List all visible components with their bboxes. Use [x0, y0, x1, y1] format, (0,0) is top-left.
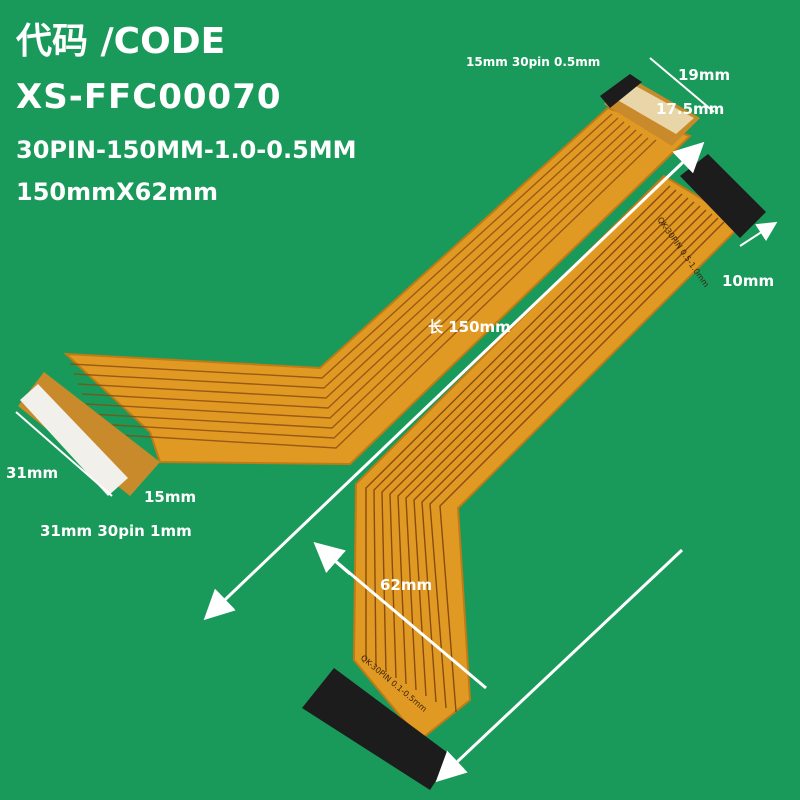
bottom-connector — [302, 668, 452, 790]
spec-line: 30PIN-150MM-1.0-0.5MM — [16, 136, 357, 164]
length-label: 长 150mm — [428, 318, 511, 336]
left-connector — [18, 372, 160, 496]
width-62-arrow-start — [313, 542, 351, 576]
width-10-arrow — [739, 221, 778, 247]
bottom-connector-label: 31mm 30pin 1mm — [40, 522, 192, 540]
width-19-label: 19mm — [678, 66, 731, 84]
width-15-label: 15mm — [144, 488, 197, 506]
width-19-line — [649, 57, 715, 113]
top-connector — [600, 74, 700, 146]
width-62-arrow-2 — [435, 548, 684, 783]
width-62-label: 62mm — [380, 576, 433, 594]
top-connector-label: 15mm 30pin 0.5mm — [466, 55, 601, 69]
length-arrow — [203, 141, 705, 621]
height-31-line — [15, 411, 113, 497]
width-10-label: 10mm — [722, 272, 775, 290]
code-title: 代码 /CODE — [16, 21, 226, 62]
width-17-5-label: 17.5mm — [656, 100, 725, 118]
size-line: 150mmX62mm — [16, 178, 219, 206]
height-31-label: 31mm — [6, 464, 59, 482]
part-number: XS-FFC00070 — [16, 77, 282, 117]
dimension-lines — [15, 57, 778, 783]
